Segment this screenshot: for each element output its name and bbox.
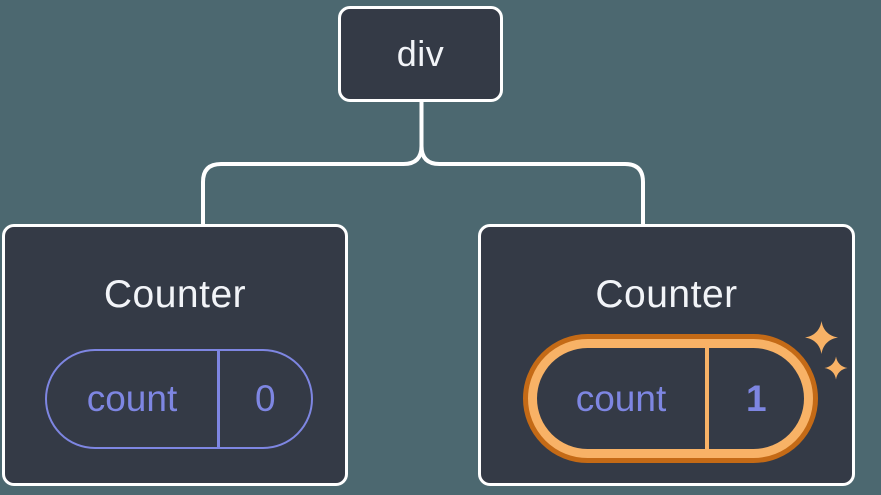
state-value: 1 <box>745 377 767 419</box>
root-node-label: div <box>396 33 445 74</box>
state-key-label: count <box>575 377 667 419</box>
state-pill: count 0 <box>45 349 313 449</box>
component-title: Counter <box>595 273 738 316</box>
component-title: Counter <box>103 273 247 316</box>
counter-node-0: Counter count 0 <box>2 224 348 486</box>
state-pill-highlighted: count 1 <box>523 334 818 463</box>
counter-node-1: Counter count 1 <box>478 224 855 486</box>
connector-right-branch <box>419 99 645 226</box>
root-node: div <box>338 6 503 102</box>
pill-divider <box>217 351 220 447</box>
state-value: 0 <box>254 378 276 419</box>
sparkle-small <box>824 356 848 380</box>
sparkle-large <box>805 321 838 354</box>
sparkles-icon <box>805 321 848 380</box>
pill-divider <box>705 348 709 449</box>
state-key-label: count <box>86 378 178 419</box>
connector-left-branch <box>201 99 424 226</box>
state-pill: count 1 <box>537 348 804 449</box>
